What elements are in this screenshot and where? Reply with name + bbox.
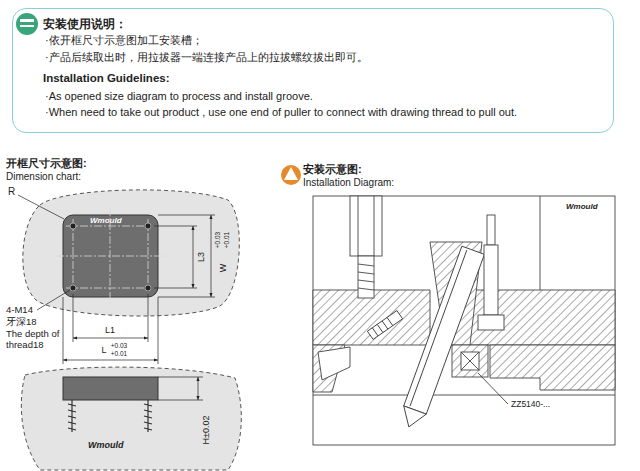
thread-note: 牙深18	[6, 317, 37, 328]
instruction-line: ·When need to take out product , use one…	[45, 106, 517, 119]
dimension-label: H±0.02	[201, 416, 211, 445]
tolerance: +0.01	[111, 350, 127, 357]
screws	[68, 400, 152, 432]
watermark: Wmould	[90, 216, 122, 225]
mould-ground-side	[21, 367, 241, 470]
guide-icon	[16, 13, 38, 35]
plate-side	[63, 377, 158, 400]
panel-heading: 安装使用说明：	[43, 17, 127, 31]
instruction-panel: 安装使用说明： ·依开框尺寸示意图加工安装槽； ·产品后续取出时，用拉拔器一端连接产…	[12, 8, 614, 133]
dimension-label: L1	[105, 325, 115, 335]
section-heading: Installation Diagram:	[303, 177, 394, 189]
section-heading: 安装示意图:	[303, 163, 362, 176]
tolerance: +0.03	[214, 232, 221, 248]
tolerance: +0.01	[223, 232, 230, 248]
mould-ground	[23, 190, 239, 316]
dimension-label: L	[101, 345, 106, 355]
holes	[70, 223, 151, 291]
tolerance: +0.03	[111, 342, 127, 349]
section-heading: 开框尺寸示意图:	[6, 157, 87, 170]
part-number: ZZ5140-...	[511, 400, 550, 410]
dimension-label: W	[218, 264, 228, 273]
radius-label: R	[8, 186, 15, 198]
centerlines	[56, 208, 166, 304]
thickness-dimension	[158, 377, 203, 400]
watermark: Wmould	[566, 202, 598, 211]
instruction-line: ·As opened size diagram to process and i…	[45, 90, 313, 103]
watermark: Wmould	[88, 440, 124, 450]
instruction-line: ·依开框尺寸示意图加工安装槽；	[45, 34, 203, 47]
mould-section	[313, 196, 615, 445]
instruction-line: ·产品后续取出时，用拉拔器一端连接产品上的拉拔螺纹拔出即可。	[45, 51, 368, 64]
thread-note: The depth of thread18	[6, 329, 64, 351]
panel-heading: Installation Guidelines:	[43, 72, 170, 86]
dimension-label: L3	[196, 252, 206, 262]
thread-note: 4-M14	[6, 305, 33, 316]
section-heading: Dimension chart:	[6, 171, 81, 183]
install-icon	[281, 165, 301, 185]
